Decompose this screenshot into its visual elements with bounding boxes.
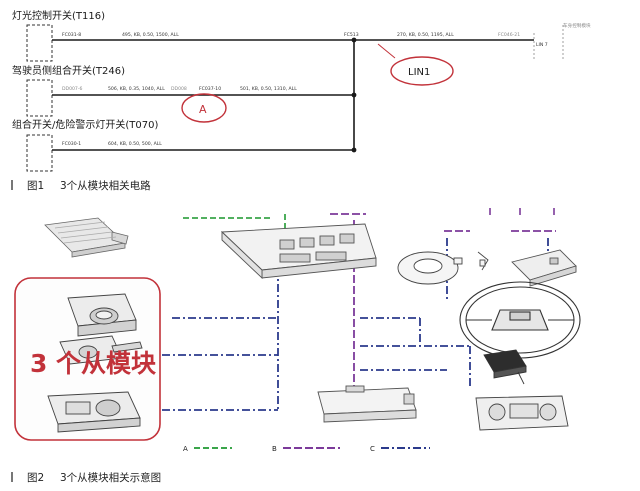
connector-fc046: FC046-21 <box>498 32 520 38</box>
figure1-wiring: 灯光控制开关(T116) 驾驶员侧组合开关(T246) 组合开关/危险警示灯开关… <box>11 9 591 192</box>
lighting-switch-module <box>67 293 137 337</box>
wire-spec-out: 270, KB, 0.50, 1195, ALL <box>397 32 454 38</box>
caption2-prefix: 图2 <box>27 472 44 484</box>
steering-wheel <box>459 281 581 359</box>
connector-dd008: DD008 <box>171 86 187 92</box>
label-driver-combo-switch: 驾驶员侧组合开关(T246) <box>12 64 125 77</box>
driver-switch-box <box>26 79 53 117</box>
wire-spec-1: 495, KB, 0.50, 1500, ALL <box>122 32 179 38</box>
legend-a-label: A <box>183 445 188 453</box>
callout-lin-label: LIN1 <box>408 67 430 78</box>
caption1-bar <box>11 180 13 190</box>
junction-label: FC513 <box>344 32 359 38</box>
clock-spring <box>397 251 489 285</box>
climate-control-panel <box>475 395 569 431</box>
caption1-prefix: 图1 <box>27 180 44 192</box>
lin-pin-label: LIN 7 <box>536 42 548 48</box>
label-hazard-switch: 组合开关/危险警示灯开关(T070) <box>12 118 158 131</box>
legend-b-label: B <box>272 445 277 453</box>
connector-fc037: FC037-10 <box>199 86 221 92</box>
wire-spec-2b: 501, KB, 0.50, 1310, ALL <box>240 86 297 92</box>
caption1-text: 3个从模块相关电路 <box>60 179 151 192</box>
slave-modules-label: 个从模块 <box>56 349 156 378</box>
body-control-module-label: 车身控制模块 <box>563 22 591 29</box>
connector-dd007: DD007-6 <box>62 86 83 92</box>
junction-bottom <box>351 147 357 153</box>
callout-lin-pointer <box>377 43 396 59</box>
hazard-switch-box <box>26 134 53 172</box>
module-plate-top-left <box>44 217 129 258</box>
hazard-switch-module <box>47 391 141 433</box>
lighting-switch-box <box>26 24 53 62</box>
caption2-text: 3个从模块相关示意图 <box>60 471 161 484</box>
gateway-module <box>317 385 417 423</box>
control-unit-module <box>220 223 377 280</box>
connector-fc031: FC031-8 <box>62 32 81 38</box>
callout-a-circle <box>181 93 227 123</box>
legend-c-label: C <box>370 445 375 453</box>
callout-lin-circle <box>390 56 454 86</box>
caption2-bar <box>11 472 13 482</box>
combination-switch-module <box>59 335 143 365</box>
callout-a-label: A <box>199 103 207 116</box>
wire-spec-3: 604, KB, 0.50, 500, ALL <box>108 141 162 147</box>
slave-count-number: 3 <box>30 349 47 378</box>
airbag-module <box>511 249 577 287</box>
junction-top <box>351 37 357 43</box>
connector-fc030: FC030-1 <box>62 141 81 147</box>
junction-mid <box>351 92 357 98</box>
label-lighting-switch: 灯光控制开关(T116) <box>12 9 105 22</box>
small-relay-module <box>483 349 527 385</box>
bus-legend: A B C <box>183 445 430 453</box>
bcm-box <box>533 25 564 60</box>
figure2-schematic: 3 个从模块 A B C 图2 3个从模块相关示意图 <box>11 208 581 484</box>
wire-spec-2: 506, KB, 0.35, 1040, ALL <box>108 86 165 92</box>
